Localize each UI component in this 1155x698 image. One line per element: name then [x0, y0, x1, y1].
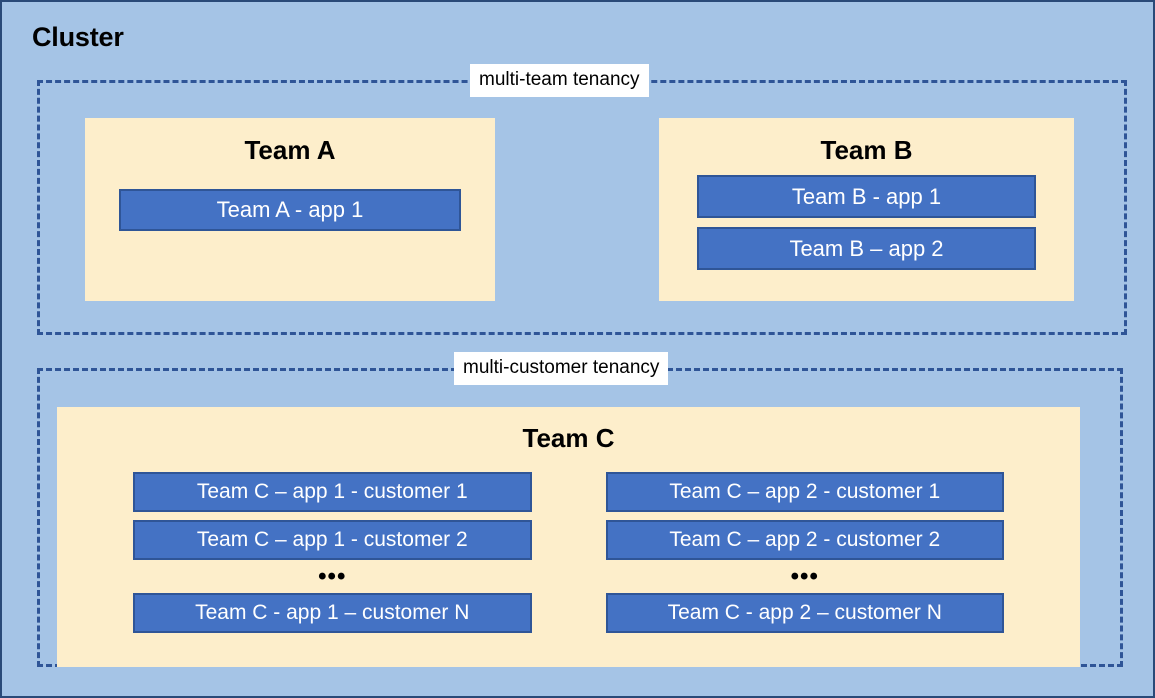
app-columns-team-c: Team C – app 1 - customer 1 Team C – app… — [57, 472, 1080, 633]
app-box-team-b-app-1[interactable]: Team B - app 1 — [697, 175, 1036, 218]
team-panel-team-a: Team A Team A - app 1 — [85, 118, 495, 301]
app-box-team-c-app-2-customer-1[interactable]: Team C – app 2 - customer 1 — [605, 472, 1004, 512]
team-panel-team-c: Team C Team C – app 1 - customer 1 Team … — [57, 407, 1080, 667]
ellipsis-team-c-app-2: ••• — [790, 563, 819, 590]
ellipsis-team-c-app-1: ••• — [318, 563, 347, 590]
app-box-team-c-app-2-customer-n[interactable]: Team C - app 2 – customer N — [605, 593, 1004, 633]
app-list-team-b: Team B - app 1 Team B – app 2 — [659, 175, 1074, 270]
app-box-team-a-app-1[interactable]: Team A - app 1 — [119, 189, 461, 231]
cluster-title: Cluster — [32, 22, 124, 52]
app-box-team-c-app-2-customer-2[interactable]: Team C – app 2 - customer 2 — [605, 520, 1004, 560]
team-title-team-b: Team B — [820, 135, 913, 165]
team-panel-team-b: Team B Team B - app 1 Team B – app 2 — [659, 118, 1074, 301]
app-column-team-c-app-2: Team C – app 2 - customer 1 Team C – app… — [605, 472, 1004, 633]
app-box-team-c-app-1-customer-2[interactable]: Team C – app 1 - customer 2 — [133, 520, 532, 560]
team-title-team-a: Team A — [244, 135, 336, 165]
app-column-team-c-app-1: Team C – app 1 - customer 1 Team C – app… — [133, 472, 532, 633]
tenancy-label-multi-team: multi-team tenancy — [470, 64, 649, 97]
app-box-team-b-app-2[interactable]: Team B – app 2 — [697, 227, 1036, 270]
app-box-team-c-app-1-customer-n[interactable]: Team C - app 1 – customer N — [133, 593, 532, 633]
app-box-team-c-app-1-customer-1[interactable]: Team C – app 1 - customer 1 — [133, 472, 532, 512]
tenancy-label-multi-customer: multi-customer tenancy — [454, 352, 669, 385]
team-title-team-c: Team C — [522, 423, 615, 453]
app-list-team-a: Team A - app 1 — [85, 189, 495, 231]
